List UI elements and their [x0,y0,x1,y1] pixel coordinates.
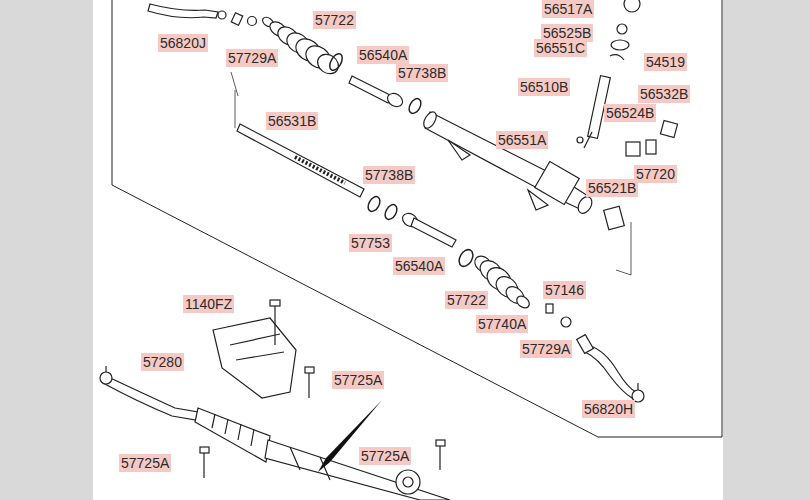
rack-bar-part [295,157,345,183]
assembled-rack-part [396,470,420,494]
pinion-assembly-part [626,142,640,156]
rack-housing-part [528,190,548,210]
callout-number: 1140FZ [183,295,234,313]
assembled-rack-part [195,408,270,462]
pinion-assembly-part [617,24,627,34]
callout-number: 56551A [496,131,548,149]
leader-line-part [235,90,236,128]
inner-tie-rod [349,76,456,247]
inner-tie-rod-part [349,76,392,103]
assembled-rack-part [213,318,296,398]
assembled-rack-part [265,440,450,500]
nut-part [248,17,257,26]
callout-number: 57725A [119,454,171,472]
assembled-rack-part [403,477,413,487]
outer-tie-rod-part [585,345,636,398]
callout-number: 56551C [534,39,587,57]
rack-bar [237,124,364,197]
callout-number: 57740A [476,315,528,333]
assembled-rack-part [212,414,254,446]
assembled-rack-part [105,366,106,372]
callout-number: 57738B [363,166,415,184]
inner-tie-rod-part [411,218,456,247]
leader-line [231,72,631,275]
rack-housing-part [421,110,439,131]
callout-number: 57753 [349,234,392,252]
assembled-rack-part [103,376,198,420]
assembled-rack-part [439,446,440,470]
assembled-rack-part [230,334,284,360]
callout-number: 57722 [445,291,488,309]
callout-number: 56532B [638,85,690,103]
rack-housing-part [535,162,579,205]
rack-housing [421,110,595,216]
assembled-rack-part [436,440,445,446]
ring-part [366,195,383,214]
nut-part [231,13,242,25]
bellows-boot-part [514,294,531,311]
pinion-assembly-part [660,120,677,137]
callout-number: 56540A [393,257,445,275]
callout-number: 57729A [226,49,278,67]
callout-number: 57738B [396,64,448,82]
assembled-rack-part [100,372,112,384]
assembled-rack-part [274,306,275,345]
frame-line-part [112,0,722,437]
assembled-rack-part [305,367,314,373]
callout-number: 56540A [357,46,409,64]
assembled-rack-part [203,453,204,478]
callout-number: 56820H [582,400,635,418]
rack-housing-part [425,112,588,210]
assembled-rack-part [200,447,209,453]
pinion-assembly-part [610,55,624,60]
callout-number: 56524B [604,104,656,122]
pinion-assembly-part [604,206,625,229]
callout-number: 57280 [141,353,184,371]
leader-line-part [631,222,632,275]
callout-number: 57725A [332,371,384,389]
callout-number: 54519 [644,53,687,71]
pinion-assembly-part [584,132,592,148]
outer-tie-rod-part [637,383,638,390]
pinion-assembly-part [624,0,640,12]
inner-tie-rod-part [385,91,405,109]
callout-number: 56517A [542,0,594,18]
outer-tie-rod-part [148,4,218,18]
frame-line [112,0,722,437]
pinion-assembly-part [577,137,583,143]
callout-number: 56510B [518,78,570,96]
ring-part [407,97,424,116]
assembled-rack-part [270,300,280,306]
pinion-assembly-part [646,140,656,154]
assembled-rack [100,300,450,500]
rack-housing-part [448,140,470,160]
outer-tie-rod [148,4,644,402]
leader-line-part [616,270,631,275]
assembled-rack-part [308,373,309,398]
rack-housing-part [575,194,594,216]
rack-bar-part [237,124,364,197]
leader-line-part [231,72,238,96]
callout-number: 57146 [543,281,586,299]
ring [327,52,476,269]
nut-part [546,304,553,313]
ring-part [383,203,400,222]
callout-number: 57722 [313,11,356,29]
callout-number: 56521B [586,179,638,197]
pinion-assembly-part [611,40,629,50]
callout-number: 57729A [520,340,572,358]
callout-number: 56531B [266,112,318,130]
nut-part [561,317,571,327]
ring-part [327,52,345,73]
callout-number: 57725A [359,447,411,465]
outer-tie-rod-part [218,11,226,19]
callout-number: 57720 [634,165,677,183]
outer-tie-rod-part [577,335,594,354]
ring-part [456,247,475,269]
callout-number: 56820J [158,34,208,52]
